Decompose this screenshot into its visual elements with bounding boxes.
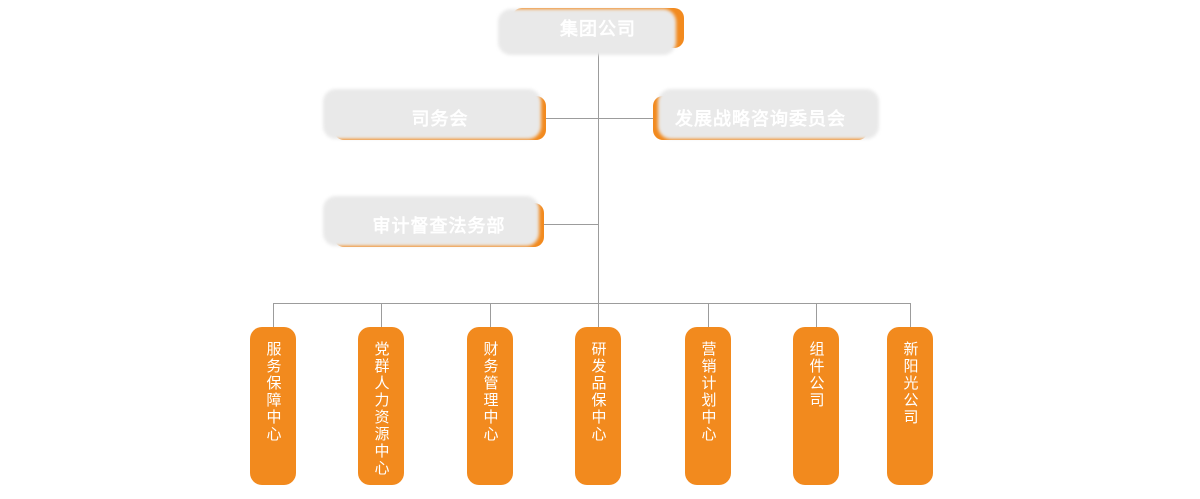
org-node-council: 司务会 <box>334 96 546 140</box>
org-node-new-sunshine-company: 新阳光公司 <box>887 327 933 485</box>
org-node-label: 新阳光公司 <box>901 341 919 426</box>
org-node-label: 发展战略咨询委员会 <box>675 109 846 129</box>
org-node-label: 党群人力资源中心 <box>372 341 390 477</box>
connector-drop-3 <box>490 303 491 328</box>
connector-drop-7 <box>910 303 911 328</box>
org-node-rnd-qa-center: 研发品保中心 <box>575 327 621 485</box>
org-node-label: 营销计划中心 <box>699 341 717 443</box>
org-node-label: 组件公司 <box>807 341 825 409</box>
org-node-service-support-center: 服务保障中心 <box>250 327 296 485</box>
org-node-audit-legal-dept: 审计督查法务部 <box>334 203 544 247</box>
org-node-strategy-committee: 发展战略咨询委员会 <box>653 96 868 140</box>
org-node-finance-center: 财务管理中心 <box>467 327 513 485</box>
org-node-label: 集团公司 <box>560 19 636 39</box>
org-node-marketing-planning-center: 营销计划中心 <box>685 327 731 485</box>
org-node-label: 司务会 <box>411 109 469 129</box>
org-node-label: 研发品保中心 <box>589 341 607 443</box>
org-node-party-hr-center: 党群人力资源中心 <box>358 327 404 485</box>
connector-drop-4 <box>598 303 599 328</box>
connector-drop-1 <box>273 303 274 328</box>
connector-drop-6 <box>816 303 817 328</box>
org-node-label: 服务保障中心 <box>264 341 282 443</box>
org-node-component-company: 组件公司 <box>793 327 839 485</box>
connector-trunk <box>598 48 599 303</box>
org-node-label: 审计督查法务部 <box>372 216 506 236</box>
org-node-label: 财务管理中心 <box>481 341 499 443</box>
org-node-group-company: 集团公司 <box>512 8 684 48</box>
connector-level2 <box>546 118 653 119</box>
connector-distributor <box>273 303 911 304</box>
connector-level3 <box>544 224 598 225</box>
connector-drop-2 <box>381 303 382 328</box>
connector-drop-5 <box>708 303 709 328</box>
